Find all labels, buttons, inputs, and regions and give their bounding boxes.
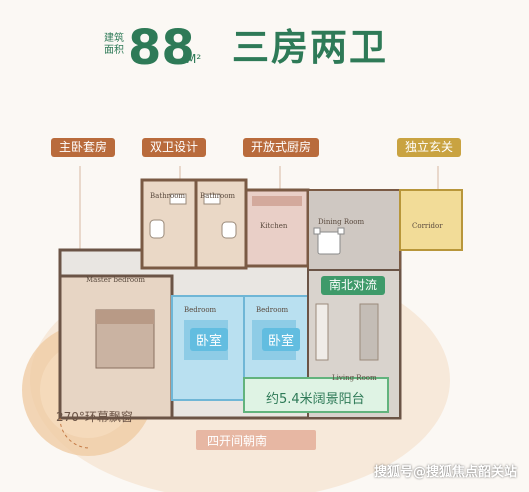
dining-room <box>307 189 401 271</box>
foyer <box>399 189 463 251</box>
label-bath2: Bathroom <box>200 192 235 200</box>
area-label-text: 建筑面积 <box>104 33 124 56</box>
tag-bay-window: 270°环幕飘窗 <box>56 410 133 424</box>
tag-bedroom-b: 卧室 <box>262 328 301 351</box>
header: 建筑面积 88 M² 三房两卫 <box>0 0 529 80</box>
tag-double-bath: 双卫设计 <box>142 138 207 157</box>
balcony <box>243 377 389 413</box>
tag-foyer: 独立玄关 <box>397 138 462 157</box>
watermark: 搜狐号@搜狐焦点韶关站 <box>373 465 517 480</box>
label-master: Master bedroom <box>86 276 145 284</box>
tag-open-kitchen: 开放式厨房 <box>243 138 320 157</box>
label-kitchen: Kitchen <box>260 222 288 230</box>
layout-title: 三房两卫 <box>232 26 388 69</box>
label-bedroom2: Bedroom <box>256 306 289 314</box>
area-value: 88 <box>128 20 195 76</box>
area-unit: M² <box>186 52 202 66</box>
tag-bedroom-a: 卧室 <box>190 328 229 351</box>
label-living: Living Room <box>332 374 377 382</box>
tag-ns-flow: 南北对流 <box>321 276 386 295</box>
label-dining: Dining Room <box>318 218 365 226</box>
label-bedroom1: Bedroom <box>184 306 217 314</box>
area-label: 建筑面积 <box>104 33 126 57</box>
tag-south-facing: 四开间朝南 <box>207 434 268 448</box>
tag-master-suite: 主卧套房 <box>51 138 116 157</box>
south-band <box>196 430 316 450</box>
label-bath1: Bathroom <box>150 192 185 200</box>
label-corridor: Corridor <box>412 222 443 230</box>
tag-balcony: 约5.4米阔景阳台 <box>266 392 365 407</box>
